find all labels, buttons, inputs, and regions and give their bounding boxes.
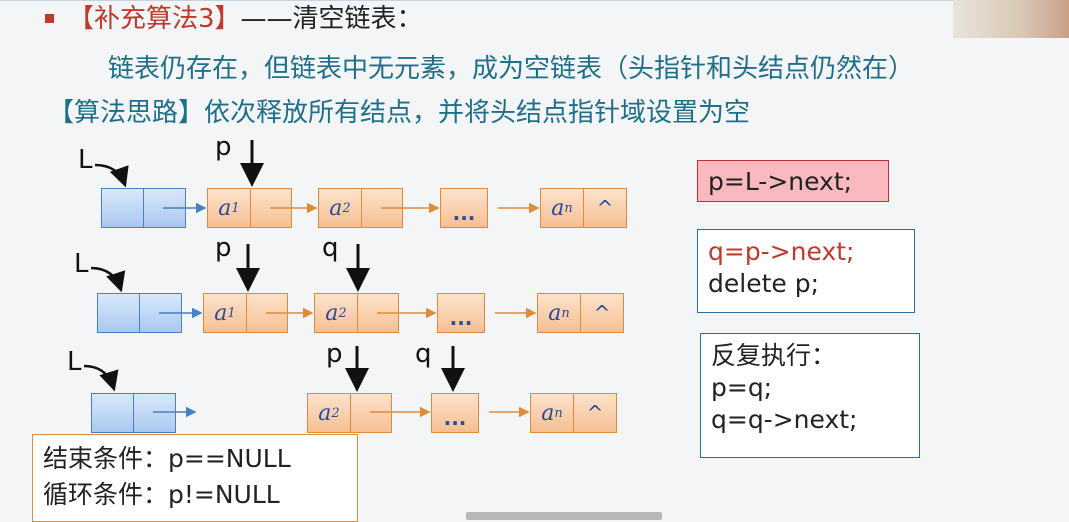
list-ellipsis-node: ... [437,293,485,333]
title-bracket: 【补充算法3】 [68,4,241,34]
head-pointer-label: L [67,347,82,377]
code-line: 反复执行： [711,341,837,370]
head-pointer-label: L [74,249,89,279]
loop-condition: 循环条件：p!=NULL [43,480,280,509]
condition-box: 结束条件：p==NULL 循环条件：p!=NULL [32,434,358,522]
code-box-delete: q=p->next; delete p; [697,229,915,313]
p-pointer-label: p [326,339,343,369]
horizontal-scrollbar[interactable] [466,512,662,520]
bullet-icon [45,14,54,23]
q-pointer-label: q [322,233,339,263]
list-ellipsis-node: ... [431,393,479,433]
head-node [101,188,186,228]
head-pointer-label: L [78,145,93,175]
head-pointer-arrow [83,364,119,392]
end-condition: 结束条件：p==NULL [43,444,291,473]
algorithm-idea: 【算法思路】依次释放所有结点，并将头结点指针域设置为空 [48,98,751,128]
description-line: 链表仍存在，但链表中无元素，成为空链表（头指针和头结点仍然在） [108,54,915,84]
code-line: delete p; [708,269,819,298]
p-pointer-label: p [215,233,232,263]
code-line: p=q; [711,373,773,402]
presenter-video-thumbnail [953,0,1069,38]
list-ellipsis-node: ... [440,188,488,228]
head-node [97,293,182,333]
head-pointer-arrow [94,163,129,188]
p-pointer-label: p [215,132,232,162]
code-line: q=p->next; [708,237,855,266]
code-box-loop: 反复执行： p=q; q=q->next; [700,333,920,458]
code-box-init: p=L->next; [697,160,889,202]
head-pointer-arrow [90,266,126,293]
title-text: ——清空链表： [240,4,423,34]
code-line: q=q->next; [711,405,858,434]
head-node [91,393,176,433]
top-divider [0,0,960,1]
q-pointer-label: q [415,339,432,369]
slide-title: 【补充算法3】——清空链表： [68,2,423,36]
